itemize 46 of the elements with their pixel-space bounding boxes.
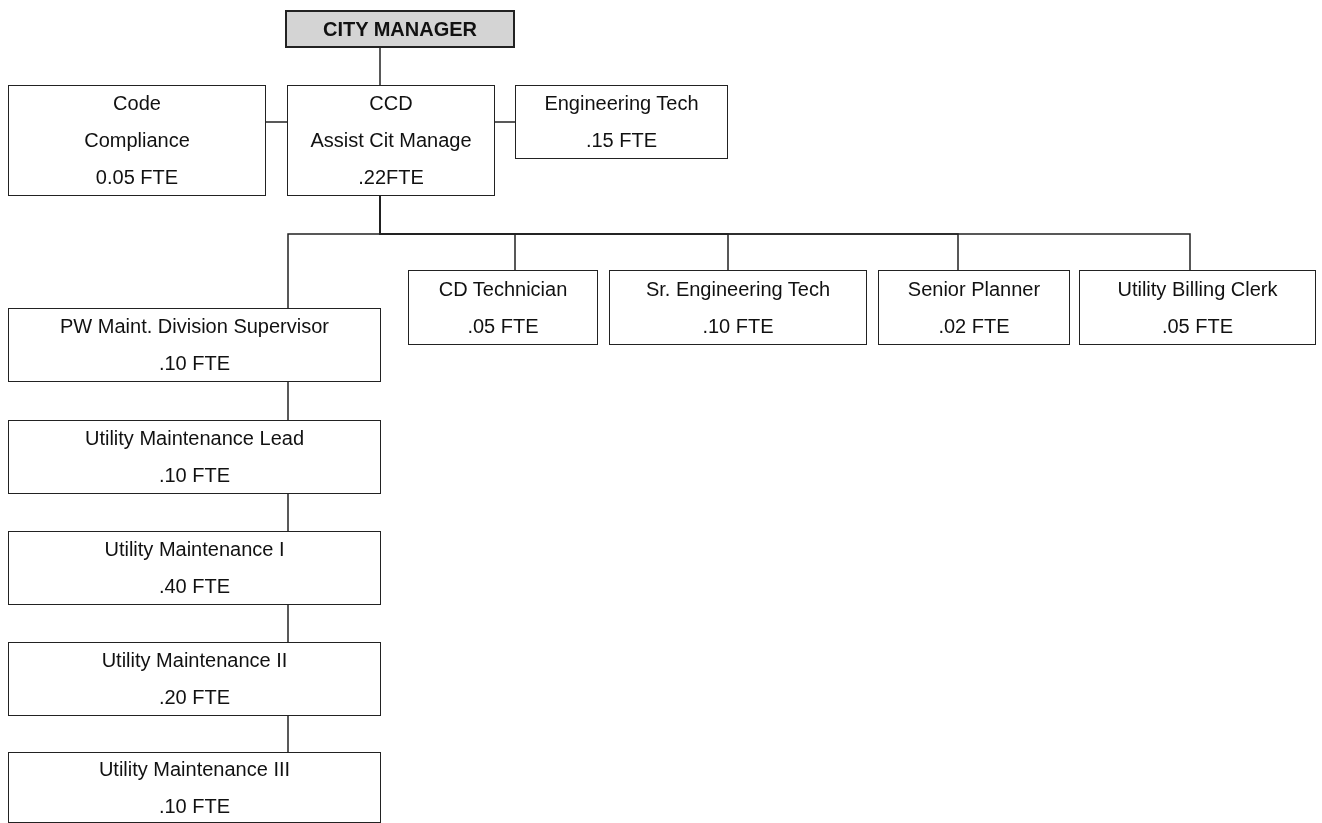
- position-title: CITY MANAGER: [322, 16, 478, 42]
- fte-value: .10 FTE: [158, 351, 231, 376]
- connector-line: [494, 121, 516, 123]
- position-box: [8, 642, 381, 716]
- connector-line: [379, 47, 381, 86]
- connector-line: [265, 121, 288, 123]
- position-box: [8, 752, 381, 823]
- position-title: Utility Billing Clerk: [1117, 276, 1278, 302]
- position-box: [515, 85, 728, 159]
- position-box: [408, 270, 598, 345]
- connector-line: [287, 493, 289, 532]
- position-title: Utility Maintenance I: [104, 537, 285, 562]
- position-box: [8, 531, 381, 605]
- position-box: [8, 420, 381, 494]
- position-title: Sr. Engineering Tech: [645, 276, 831, 302]
- position-box: [1079, 270, 1316, 345]
- position-title: CD Technician: [438, 276, 568, 302]
- fte-value: .05 FTE: [1161, 313, 1234, 339]
- position-title: Assist Cit Manage: [310, 128, 472, 153]
- fte-value: .10 FTE: [158, 793, 231, 819]
- fte-value: .40 FTE: [158, 574, 231, 599]
- position-title: Utility Maintenance II: [101, 648, 288, 673]
- connector-line: [287, 381, 289, 421]
- position-title: Utility Maintenance Lead: [85, 426, 304, 451]
- connector-line: [287, 715, 289, 753]
- position-box: [287, 85, 495, 196]
- connector-line: [287, 604, 289, 643]
- position-title: Code Compliance: [83, 91, 191, 153]
- position-box: [285, 10, 515, 48]
- position-box: [8, 308, 381, 382]
- position-title: Engineering Tech: [544, 91, 699, 116]
- position-title: Senior Planner: [907, 276, 1041, 302]
- fte-value: 0.05 FTE: [95, 165, 179, 190]
- position-title: PW Maint. Division Supervisor: [60, 314, 329, 339]
- fte-value: .05 FTE: [467, 313, 539, 339]
- position-title: Utility Maintenance III: [98, 756, 291, 782]
- position-box: [609, 270, 867, 345]
- fte-value: .22FTE: [358, 165, 424, 190]
- position-box: [8, 85, 266, 196]
- fte-value: .20 FTE: [158, 685, 231, 710]
- fte-value: .15 FTE: [585, 128, 658, 153]
- position-title: CCD: [369, 91, 413, 116]
- position-box: [878, 270, 1070, 345]
- fte-value: .02 FTE: [938, 313, 1010, 339]
- fte-value: .10 FTE: [158, 463, 231, 488]
- fte-value: .10 FTE: [702, 313, 774, 339]
